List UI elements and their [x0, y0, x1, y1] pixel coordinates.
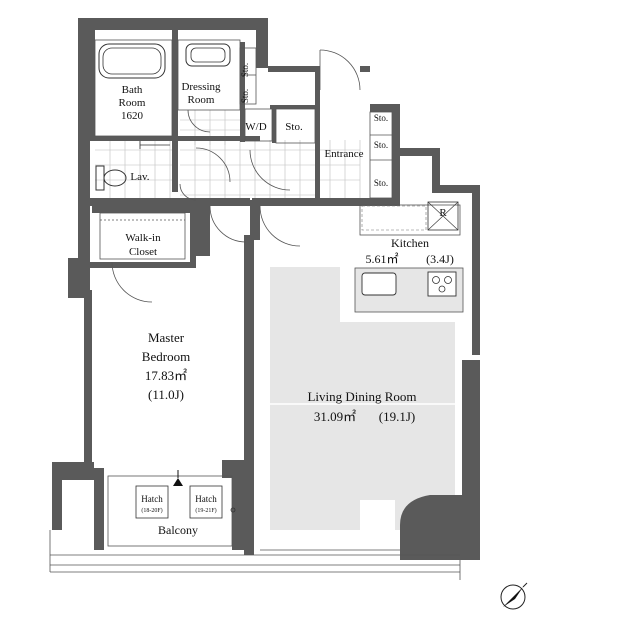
hatch-1-floors: (18-20F) [141, 507, 162, 514]
wall-outlines [49, 39, 461, 580]
bathtub-icon [98, 43, 166, 79]
hatch-2-floors: (19-21F) [195, 507, 216, 514]
living-room-area: 31.09㎡ [314, 409, 356, 424]
master-bedroom-label-2: Bedroom [142, 349, 190, 364]
arrow-up-icon [173, 478, 183, 486]
door-swings [111, 49, 361, 303]
kitchen-sink-icon [361, 272, 397, 296]
master-bedroom-jo: (11.0J) [148, 387, 184, 402]
walkin-closet-label-2: Closet [129, 246, 157, 258]
tile-grid [95, 110, 361, 200]
bath-size: 1620 [121, 110, 144, 122]
walls [52, 18, 480, 560]
compass-icon [500, 582, 528, 610]
balcony-label: Balcony [158, 523, 198, 537]
bath-label-2: Room [119, 97, 146, 109]
storage-label-3: Sto. [285, 121, 303, 133]
fridge-space [361, 201, 459, 231]
hatch-1-box [135, 485, 169, 519]
stove-icon [427, 271, 457, 297]
walkin-closet-label: Walk-in [125, 232, 161, 244]
master-bedroom-label: Master [148, 330, 185, 345]
kitchen-area: 5.61㎡ [365, 252, 398, 266]
storage-label-4: Sto. [374, 113, 388, 123]
bath-label: Bath [122, 84, 143, 96]
storage-label-5: Sto. [374, 140, 388, 150]
drain-icon [230, 507, 236, 513]
living-floor [270, 267, 455, 530]
hatch-1-label: Hatch [141, 494, 163, 504]
hatch-2-box [189, 485, 223, 519]
kitchen-jo: (3.4J) [426, 252, 454, 266]
storage-label-2: Sto. [240, 89, 250, 103]
dressing-label-2: Room [188, 94, 215, 106]
storage-label-1: Sto. [240, 63, 250, 77]
hatch-2-label: Hatch [195, 494, 217, 504]
living-room-jo: (19.1J) [379, 409, 415, 424]
dressing-label: Dressing [181, 81, 221, 93]
sink-icon [185, 43, 231, 67]
wd-label: W/D [245, 121, 266, 133]
entrance-label: Entrance [324, 148, 363, 160]
fridge-label: R [439, 207, 447, 219]
kitchen-label: Kitchen [391, 236, 429, 250]
storage-label-6: Sto. [374, 178, 388, 188]
toilet-icon [95, 141, 170, 191]
master-bedroom-area: 17.83㎡ [145, 368, 187, 383]
lavatory-label: Lav. [130, 171, 149, 183]
living-room-label: Living Dining Room [307, 389, 416, 404]
